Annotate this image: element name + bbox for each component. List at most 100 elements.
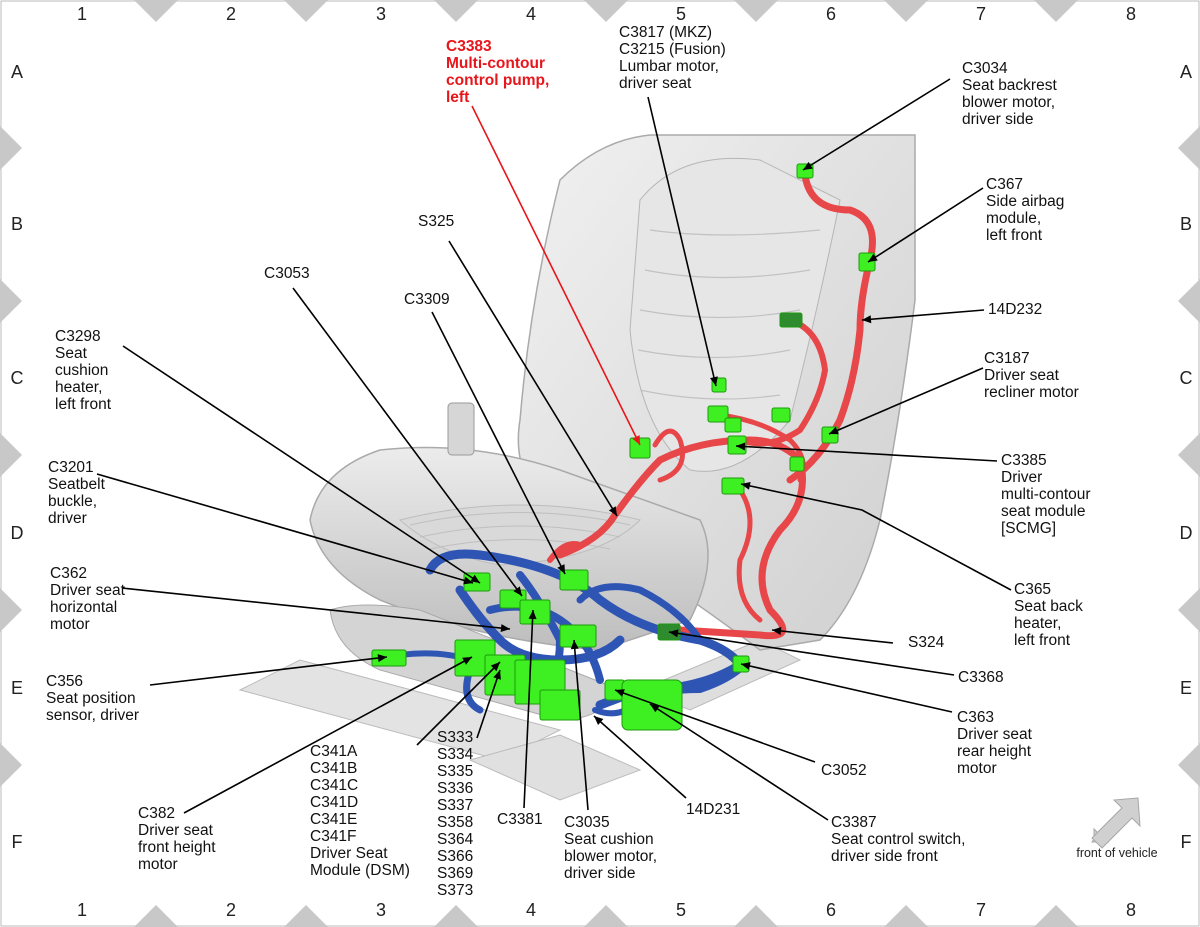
grid-marker-top <box>1034 0 1078 22</box>
callout-line: S333 <box>437 729 473 746</box>
callout-line: rear height <box>957 743 1032 760</box>
callout-line: S358 <box>437 814 473 831</box>
grid-column-label-bottom: 7 <box>976 900 986 920</box>
callout-line: left front <box>986 227 1043 244</box>
grid-column-label-top: 6 <box>826 4 836 24</box>
grid-column-label-top: 8 <box>1126 4 1136 24</box>
callout-line: Driver <box>1001 469 1042 486</box>
grid-row-label-left: E <box>11 678 23 698</box>
callout-line: Multi-contour <box>446 55 545 72</box>
grid-column-label-bottom: 1 <box>77 900 87 920</box>
leader-line-c3385 <box>735 445 998 462</box>
callout-line: Driver Seat <box>310 845 388 862</box>
callout-line: S334 <box>437 746 474 763</box>
callout-line: Seat <box>55 345 88 362</box>
grid-marker-left <box>0 433 22 477</box>
grid-marker-bottom <box>284 905 328 927</box>
callout-line: C341F <box>310 828 357 845</box>
callout-line: Seat back <box>1014 598 1083 615</box>
grid-column-label-bottom: 2 <box>226 900 236 920</box>
front-of-vehicle-label: front of vehicle <box>1076 846 1157 860</box>
callout-line: S364 <box>437 831 474 848</box>
grid-marker-top <box>284 0 328 22</box>
callout-label-c3368: C3368 <box>958 669 1004 686</box>
callout-line: C382 <box>138 805 175 822</box>
grid-column-label-top: 7 <box>976 4 986 24</box>
leader-arrowhead-c367 <box>868 253 878 262</box>
grid-marker-right <box>1178 743 1200 787</box>
leader-arrowhead-c3368 <box>669 629 679 638</box>
grid-row-label-left: F <box>12 832 23 852</box>
callout-line: motor <box>138 856 178 873</box>
grid-column-label-bottom: 3 <box>376 900 386 920</box>
grid-marker-left <box>0 279 22 323</box>
callout-line: [SCMG] <box>1001 520 1056 537</box>
callout-line: seat module <box>1001 503 1085 520</box>
callout-line: module, <box>986 210 1041 227</box>
callout-line: C3201 <box>48 459 94 476</box>
grid-row-label-right: B <box>1180 214 1192 234</box>
callout-label-c3381: C3381 <box>497 811 543 828</box>
grid-column-label-bottom: 5 <box>676 900 686 920</box>
grid-column-label-top: 5 <box>676 4 686 24</box>
leader-arrowhead-c3387 <box>650 704 660 713</box>
leader-line-c3381 <box>523 609 534 809</box>
callout-line: C362 <box>50 565 87 582</box>
callout-line: C3215 (Fusion) <box>619 41 726 58</box>
grid-row-label-left: A <box>11 62 23 82</box>
grid-row-label-right: F <box>1181 832 1192 852</box>
callout-line: front height <box>138 839 216 856</box>
leader-arrowhead-c3385 <box>736 442 746 451</box>
callout-label-c3817: C3817 (MKZ)C3215 (Fusion)Lumbar motor,dr… <box>619 24 726 92</box>
grid-marker-left <box>0 743 22 787</box>
callout-line: Seat cushion <box>564 831 654 848</box>
grid-marker-bottom <box>434 905 478 927</box>
callout-label-c3053: C3053 <box>264 265 310 282</box>
leader-line-c3368 <box>668 631 955 676</box>
leader-arrowhead-14d232 <box>862 315 872 324</box>
callout-line: C3053 <box>264 265 310 282</box>
callout-line: recliner motor <box>984 384 1079 401</box>
leader-line-c382 <box>183 656 473 814</box>
callout-label-14d232: 14D232 <box>988 301 1042 318</box>
grid-column-label-top: 1 <box>77 4 87 24</box>
grid-marker-bottom <box>884 905 928 927</box>
callout-line: Driver seat <box>138 822 214 839</box>
leader-lines <box>96 78 1012 821</box>
callout-line: Seat control switch, <box>831 831 965 848</box>
leader-arrowhead-c365 <box>741 481 751 490</box>
leader-arrowhead-c3817 <box>710 376 718 386</box>
leader-line-c3387 <box>649 703 829 821</box>
leader-line-splices <box>476 669 501 739</box>
callout-line: buckle, <box>48 493 97 510</box>
grid-marker-bottom <box>134 905 178 927</box>
callout-line: C3187 <box>984 350 1030 367</box>
leader-arrowhead-14d231 <box>594 716 604 725</box>
grid-row-label-left: D <box>11 523 24 543</box>
callout-line: Driver seat <box>984 367 1060 384</box>
leader-line-c3201 <box>96 473 474 584</box>
callout-line: Lumbar motor, <box>619 58 719 75</box>
callout-line: left front <box>55 396 112 413</box>
leader-line-c356 <box>149 656 388 686</box>
grid-marker-right <box>1178 588 1200 632</box>
callout-label-c3052: C3052 <box>821 762 867 779</box>
callout-line: C3387 <box>831 814 877 831</box>
leader-line-c341 <box>416 661 501 746</box>
callout-line: left front <box>1014 632 1071 649</box>
callout-line: Driver seat <box>957 726 1033 743</box>
grid-marker-left <box>0 588 22 632</box>
callout-line: S324 <box>908 634 945 651</box>
leader-arrowhead-c3381 <box>528 610 537 620</box>
